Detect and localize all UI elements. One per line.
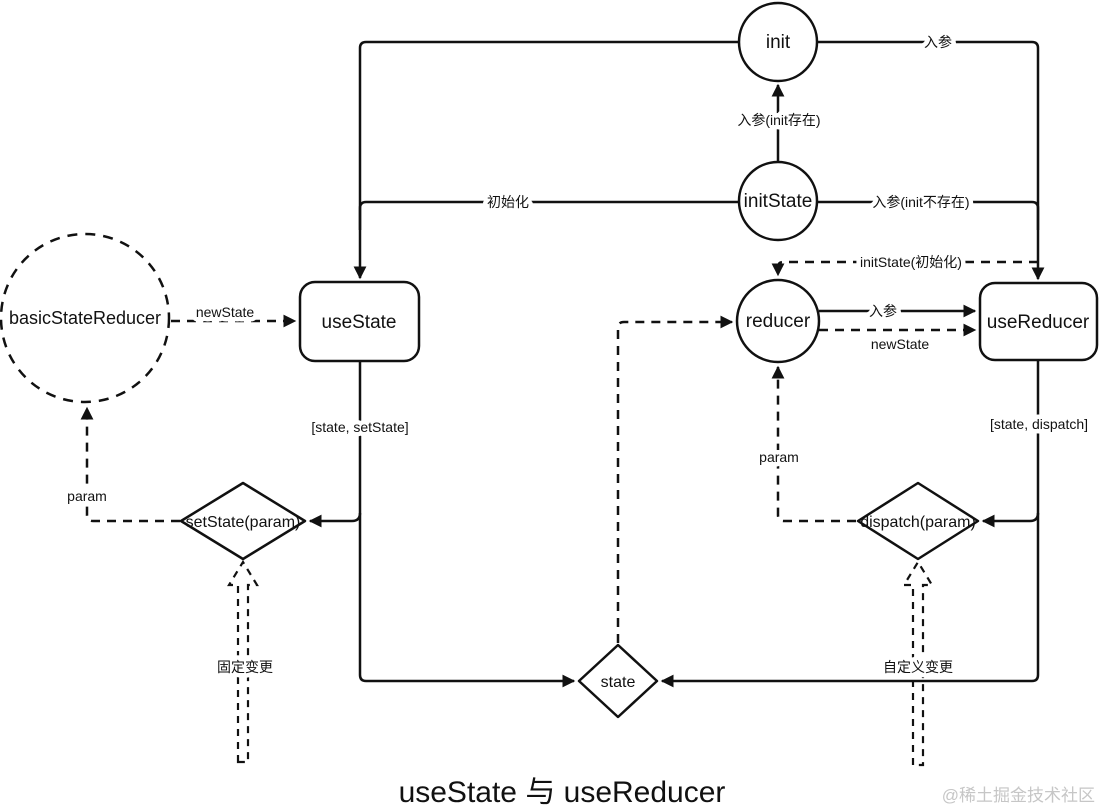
edge-setstate-to-basic (80, 406, 180, 523)
edge-label-fixed-change: 固定变更 (217, 659, 273, 675)
node-setstate-label: setState(param) (186, 514, 301, 531)
edge-usereducer-to-state (660, 360, 1040, 688)
node-dispatch-label: dispatch(param) (860, 514, 976, 531)
edge-label-newstate-left: newState (196, 304, 255, 320)
node-usestate-label: useState (322, 312, 397, 333)
edge-state-to-reducer (616, 315, 734, 643)
edge-label-param-left: param (67, 488, 107, 504)
edge-label-rucan-mid: 入参 (869, 303, 897, 319)
node-init-label: init (766, 32, 791, 53)
edge-label-usereducer-return: [state, dispatch] (990, 416, 1088, 432)
edge-init-to-usereducer (817, 40, 1045, 281)
node-usereducer-label: useReducer (987, 312, 1090, 333)
node-basicstatereducer (0, 232, 171, 404)
node-usestate (298, 280, 421, 363)
node-state (577, 643, 659, 719)
edge-init-to-usestate (353, 40, 739, 280)
edge-label-init-right: 入参 (924, 34, 952, 50)
node-reducer-label: reducer (746, 311, 811, 332)
edge-initstate-to-usereducer (817, 200, 1040, 230)
node-reducer (735, 278, 821, 364)
diagram-title: useState 与 useReducer (399, 776, 726, 809)
watermark: @稀土掘金技术社区 (942, 786, 1095, 805)
edge-dispatch-to-reducer (771, 365, 856, 523)
node-initstate (737, 160, 819, 242)
node-usereducer (978, 281, 1099, 362)
node-initstate-label: initState (744, 191, 813, 212)
edge-label-initstate-to-init: 入参(init存在) (737, 112, 820, 128)
edge-label-initstate-right: 入参(init不存在) (872, 194, 969, 210)
fixed-change-arrow (227, 559, 259, 764)
edge-initstate-to-usestate (358, 200, 739, 230)
edges (80, 40, 1045, 767)
edge-label-initstate-left: 初始化 (487, 194, 529, 210)
edge-label-newstate-mid: newState (871, 336, 930, 352)
node-dispatch (856, 481, 980, 561)
edge-initstate-dashed-to-reducer (771, 260, 1038, 277)
nodes: init initState reducer basicStateReducer… (0, 1, 1099, 719)
node-state-label: state (601, 674, 636, 691)
edge-usestate-to-state (358, 361, 576, 688)
node-init (737, 1, 819, 83)
node-basicstatereducer-label: basicStateReducer (9, 308, 161, 328)
edge-usereducer-to-dispatch (981, 512, 1040, 528)
node-setstate (179, 481, 307, 561)
edge-label-param-right: param (759, 449, 799, 465)
edge-labels: 入参 入参(init存在) 初始化 入参(init不存在) initState(… (63, 30, 1093, 680)
edge-label-initstate-dashed: initState(初始化) (860, 254, 962, 270)
edge-usestate-to-setstate (308, 512, 362, 528)
edge-label-usestate-return: [state, setState] (311, 419, 408, 435)
edge-label-custom-change: 自定义变更 (883, 659, 953, 675)
